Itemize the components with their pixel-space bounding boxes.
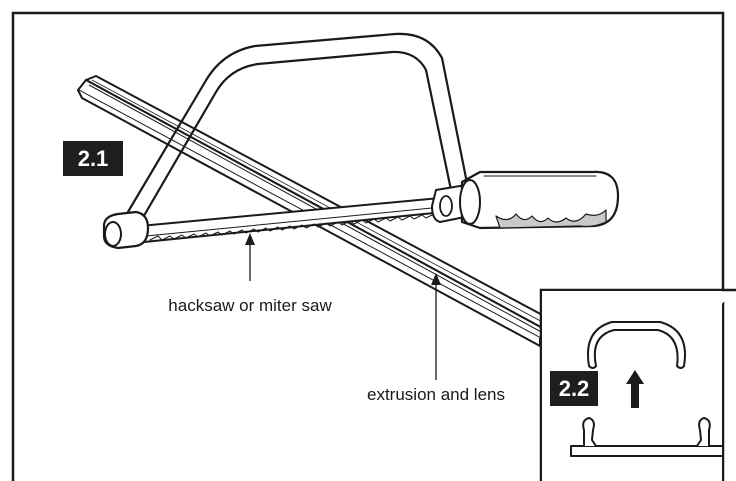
extrusion-channel-icon	[570, 417, 724, 457]
lens-cover-icon	[587, 321, 686, 369]
step-badge-2-1: 2.1	[63, 141, 123, 176]
callout-text-extrusion: extrusion and lens	[367, 385, 505, 404]
callout-text-hacksaw: hacksaw or miter saw	[168, 296, 332, 315]
step-label-2-2: 2.2	[559, 376, 590, 401]
page-border	[11, 11, 725, 481]
inset-panel: 2.2	[539, 288, 736, 481]
callout-arrowhead-extrusion	[431, 273, 441, 285]
step-badge-2-2	[550, 371, 598, 406]
step-label-2-1: 2.1	[78, 146, 109, 171]
hacksaw-icon	[102, 32, 620, 250]
callout-extrusion: extrusion and lens	[367, 273, 505, 404]
callout-hacksaw: hacksaw or miter saw	[168, 233, 332, 315]
arrow-up-icon	[626, 370, 644, 408]
callout-arrowhead-hacksaw	[245, 233, 255, 245]
